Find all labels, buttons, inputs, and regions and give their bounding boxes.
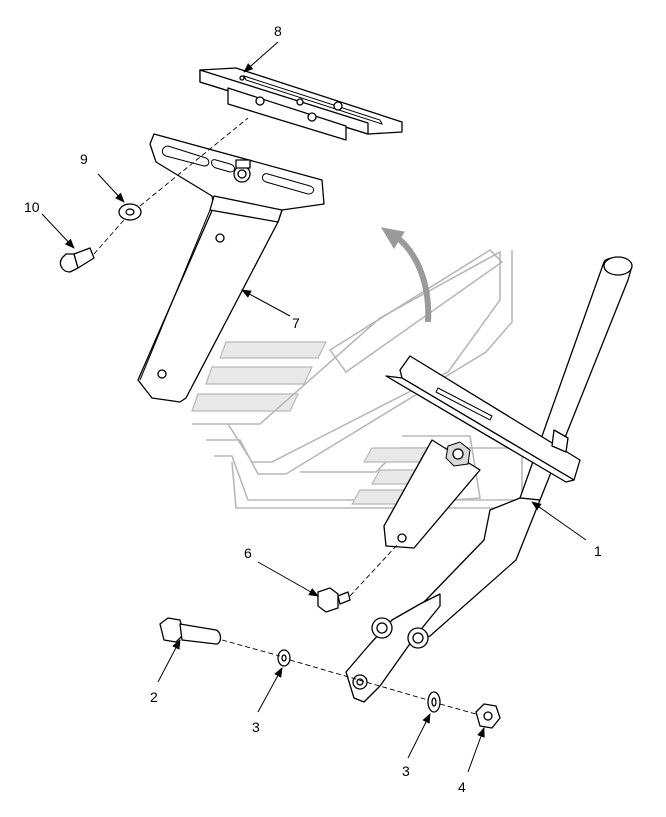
callout-8: 8 [274,23,282,39]
part-2-hex-bolt [159,617,222,645]
callout-2: 2 [150,689,158,705]
part-8-slotted-bar [199,67,403,141]
callout-3-right: 3 [402,763,410,779]
callouts: 8 9 10 7 1 6 2 3 3 4 [24,23,602,795]
part-1-main-arm [345,256,633,703]
part-3-washer-b [427,691,441,713]
part-3-washer-a [277,649,291,667]
leader-lines [41,41,587,773]
callout-10: 10 [24,199,40,215]
part-4-hex-nut [475,703,501,729]
assembly-lines [93,117,477,715]
rotation-arrow [381,227,432,323]
part-9-washer [118,203,142,221]
callout-1: 1 [594,543,602,559]
part-7-t-bracket [137,133,325,403]
callout-7: 7 [292,315,300,331]
part-10-bolt [59,247,95,273]
callout-3-left: 3 [252,719,260,735]
part-6-flange-bolt [317,587,351,613]
callout-4: 4 [458,779,466,795]
callout-9: 9 [80,151,88,167]
callout-6: 6 [244,545,252,561]
